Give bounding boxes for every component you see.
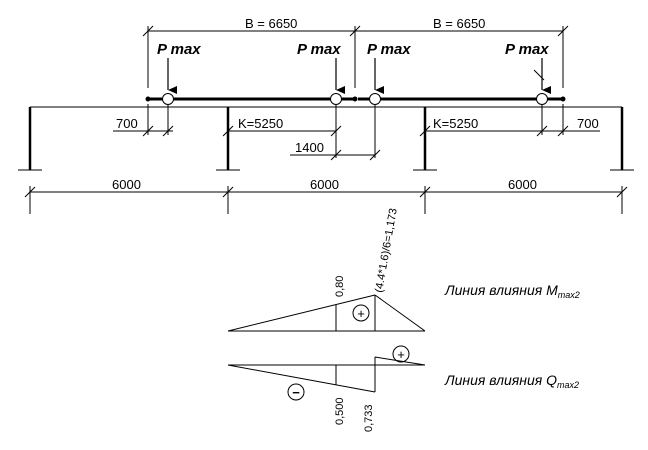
m-plus-sign: + [357,306,365,321]
load-label-1: P max [157,41,201,58]
influence-line-q [227,345,426,401]
q-ordinate-1: 0,500 [334,397,346,425]
span-1-label: 6000 [112,177,141,192]
load-label-2: P max [297,41,341,58]
offset-right-label: 700 [577,116,599,131]
q-caption: Линия влияния Qmax2 [444,372,579,390]
span-dimension [24,186,628,214]
load-arrows [167,58,551,94]
wheel-projections [113,104,600,161]
m-caption: Линия влияния Mmax2 [444,282,580,300]
q-minus-sign: − [292,385,300,400]
q-plus-sign: + [397,347,405,362]
load-label-3: P max [367,41,411,58]
load-label-4: P max [505,41,549,58]
span-2-label: 6000 [310,177,339,192]
b-left-label: B = 6650 [245,16,297,31]
offset-center-label: 1400 [295,140,324,155]
q-ordinate-2: 0,733 [363,404,375,432]
k-left-label: K=5250 [238,116,283,131]
dimension-b [142,25,569,88]
b-right-label: B = 6650 [433,16,485,31]
influence-line-m [227,294,426,332]
crane-beams [145,96,566,102]
m-ordinate: 0,80 [334,276,346,297]
m-formula: (4.4*1.6)/6=1,173 [373,207,400,293]
k-right-label: K=5250 [433,116,478,131]
offset-left-label: 700 [116,116,138,131]
span-3-label: 6000 [508,177,537,192]
frame [18,106,634,171]
